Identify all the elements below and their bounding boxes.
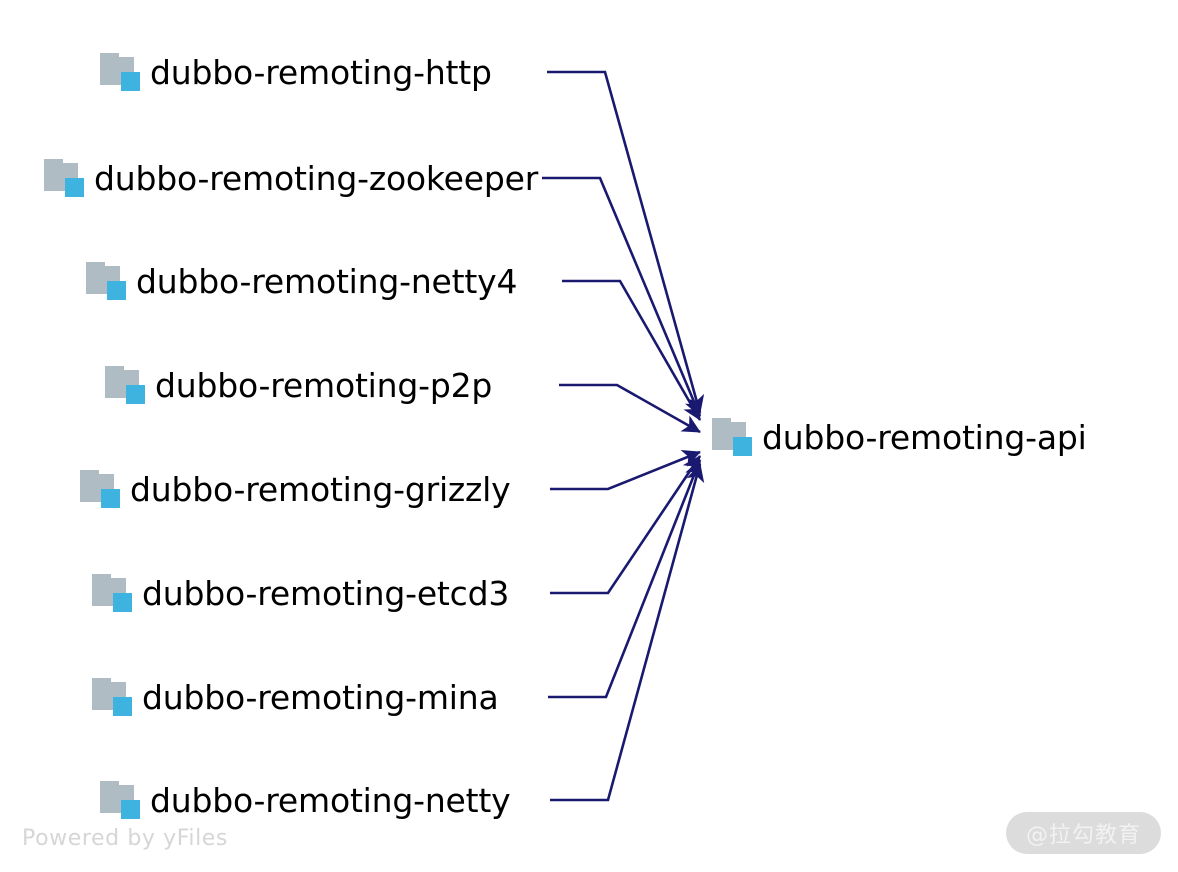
folder-module-icon — [100, 781, 144, 819]
node-label: dubbo-remoting-netty4 — [136, 261, 518, 301]
graph-node-dubbo-remoting-p2p[interactable]: dubbo-remoting-p2p — [105, 366, 492, 404]
node-label: dubbo-remoting-zookeeper — [94, 158, 539, 198]
graph-edge — [550, 455, 702, 595]
node-label: dubbo-remoting-p2p — [155, 365, 493, 405]
graph-node-dubbo-remoting-netty[interactable]: dubbo-remoting-netty — [100, 780, 511, 820]
folder-module-icon — [92, 678, 136, 716]
graph-node-dubbo-remoting-api[interactable]: dubbo-remoting-api — [712, 418, 1087, 456]
graph-edge — [547, 70, 705, 414]
graph-edge — [542, 176, 702, 417]
graph-node-dubbo-remoting-etcd3[interactable]: dubbo-remoting-etcd3 — [92, 574, 509, 612]
node-label: dubbo-remoting-mina — [142, 677, 499, 717]
graph-edge — [550, 463, 705, 802]
graph-node-dubbo-remoting-http[interactable]: dubbo-remoting-http — [100, 53, 492, 91]
yfiles-watermark: Powered by yFiles — [22, 826, 228, 851]
publisher-badge-label: @拉勾教育 — [1025, 823, 1141, 848]
node-label: dubbo-remoting-http — [150, 52, 492, 92]
folder-module-icon — [80, 470, 124, 508]
graph-node-dubbo-remoting-netty4[interactable]: dubbo-remoting-netty4 — [86, 262, 517, 300]
folder-module-icon — [712, 418, 756, 456]
folder-module-icon — [86, 262, 130, 300]
node-label: dubbo-remoting-netty — [150, 780, 511, 820]
folder-module-icon — [92, 574, 136, 612]
graph-edge — [562, 279, 702, 421]
publisher-badge: @拉勾教育 — [1006, 812, 1161, 854]
node-label: dubbo-remoting-etcd3 — [142, 573, 510, 613]
graph-node-dubbo-remoting-grizzly[interactable]: dubbo-remoting-grizzly — [80, 469, 511, 509]
graph-edge — [550, 450, 701, 491]
node-label: dubbo-remoting-grizzly — [130, 469, 511, 509]
graph-edge — [548, 459, 703, 699]
node-label: dubbo-remoting-api — [762, 417, 1087, 457]
graph-edge — [559, 383, 701, 434]
graph-node-dubbo-remoting-mina[interactable]: dubbo-remoting-mina — [92, 677, 499, 717]
folder-module-icon — [105, 366, 149, 404]
folder-module-icon — [100, 53, 144, 91]
folder-module-icon — [44, 159, 88, 197]
graph-node-dubbo-remoting-zookeeper[interactable]: dubbo-remoting-zookeeper — [44, 159, 538, 197]
